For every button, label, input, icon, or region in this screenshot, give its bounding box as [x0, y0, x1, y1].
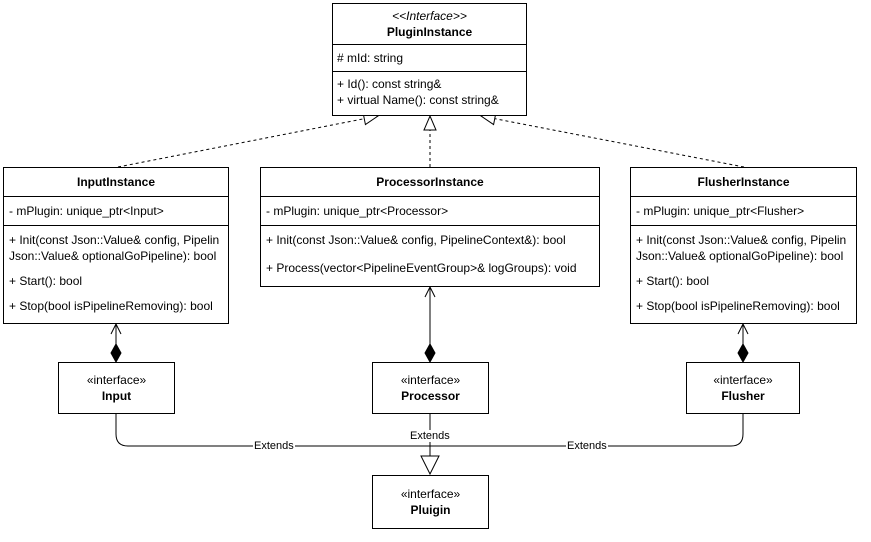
- plugin-instance-attributes: # mId: string: [333, 44, 526, 71]
- processor-interface-box: «interface» Processor: [372, 362, 489, 414]
- realization-edge-input: [117, 116, 378, 168]
- flusher-instance-name: FlusherInstance: [697, 175, 790, 189]
- operation: + Init(const Json::Value& config, Pipeli…: [636, 233, 847, 247]
- extends-edge-input: [115, 414, 430, 447]
- flusher-instance-attributes: - mPlugin: unique_ptr<Flusher>: [631, 196, 856, 225]
- plugin-instance-class: <<Interface>> PluginInstance # mId: stri…: [332, 3, 527, 116]
- extends-label-input: Extends: [253, 440, 295, 452]
- operation: + Stop(bool isPipelineRemoving): bool: [636, 299, 840, 313]
- input-instance-attributes: - mPlugin: unique_ptr<Input>: [4, 196, 228, 225]
- extends-label-processor: Extends: [409, 430, 451, 442]
- plugin-instance-operations: + Id(): const string& + virtual Name(): …: [333, 71, 526, 112]
- extends-arrowhead: [420, 455, 440, 476]
- extends-edge-flusher: [430, 414, 744, 447]
- plugin-instance-stereotype: <<Interface>>: [392, 9, 467, 23]
- pluigin-interface-stereotype: «interface»: [400, 487, 461, 501]
- processor-instance-operations: + Init(const Json::Value& config, Pipeli…: [261, 225, 599, 282]
- operation: + Init(const Json::Value& config, Pipeli…: [266, 233, 566, 247]
- flusher-interface-stereotype: «interface»: [713, 373, 773, 387]
- processor-instance-class: ProcessorInstance - mPlugin: unique_ptr<…: [260, 167, 600, 287]
- flusher-instance-operations: + Init(const Json::Value& config, Pipeli…: [631, 225, 856, 320]
- processor-instance-attributes: - mPlugin: unique_ptr<Processor>: [261, 196, 599, 225]
- operation: + Start(): bool: [636, 274, 710, 288]
- flusher-interface-name: Flusher: [721, 389, 765, 403]
- attribute: # mId: string: [337, 51, 404, 65]
- attribute: - mPlugin: unique_ptr<Input>: [9, 204, 164, 218]
- input-instance-name: InputInstance: [76, 175, 155, 189]
- plugin-instance-name: PluginInstance: [386, 25, 473, 39]
- input-instance-operations: + Init(const Json::Value& config, Pipeli…: [4, 225, 228, 320]
- plugin-instance-header: <<Interface>> PluginInstance: [333, 4, 526, 44]
- extends-label-flusher: Extends: [566, 440, 608, 452]
- operation: + Stop(bool isPipelineRemoving): bool: [9, 299, 213, 313]
- operation: + virtual Name(): const string&: [337, 93, 499, 107]
- operation: + Init(const Json::Value& config, Pipeli…: [9, 233, 220, 247]
- processor-interface-name: Processor: [401, 389, 460, 403]
- operation: + Id(): const string&: [337, 77, 442, 91]
- operation: + Process(vector<PipelineEventGroup>& lo…: [266, 261, 577, 275]
- processor-interface-stereotype: «interface»: [400, 373, 461, 387]
- processor-instance-name: ProcessorInstance: [376, 175, 484, 189]
- flusher-interface-box: «interface» Flusher: [686, 362, 800, 414]
- input-interface-name: Input: [101, 389, 132, 403]
- attribute: - mPlugin: unique_ptr<Processor>: [266, 204, 449, 218]
- realization-edge-flusher: [481, 116, 745, 168]
- attribute: - mPlugin: unique_ptr<Flusher>: [636, 204, 805, 218]
- input-interface-box: «interface» Input: [58, 362, 175, 414]
- input-instance-class: InputInstance - mPlugin: unique_ptr<Inpu…: [3, 167, 229, 324]
- operation: Json::Value& optionalGoPipeline): bool: [636, 249, 844, 263]
- input-interface-stereotype: «interface»: [86, 373, 147, 387]
- pluigin-interface-box: «interface» Pluigin: [372, 475, 489, 529]
- operation: + Start(): bool: [9, 274, 83, 288]
- flusher-instance-class: FlusherInstance - mPlugin: unique_ptr<Fl…: [630, 167, 857, 324]
- pluigin-interface-name: Pluigin: [410, 503, 451, 517]
- operation: Json::Value& optionalGoPipeline): bool: [9, 249, 217, 263]
